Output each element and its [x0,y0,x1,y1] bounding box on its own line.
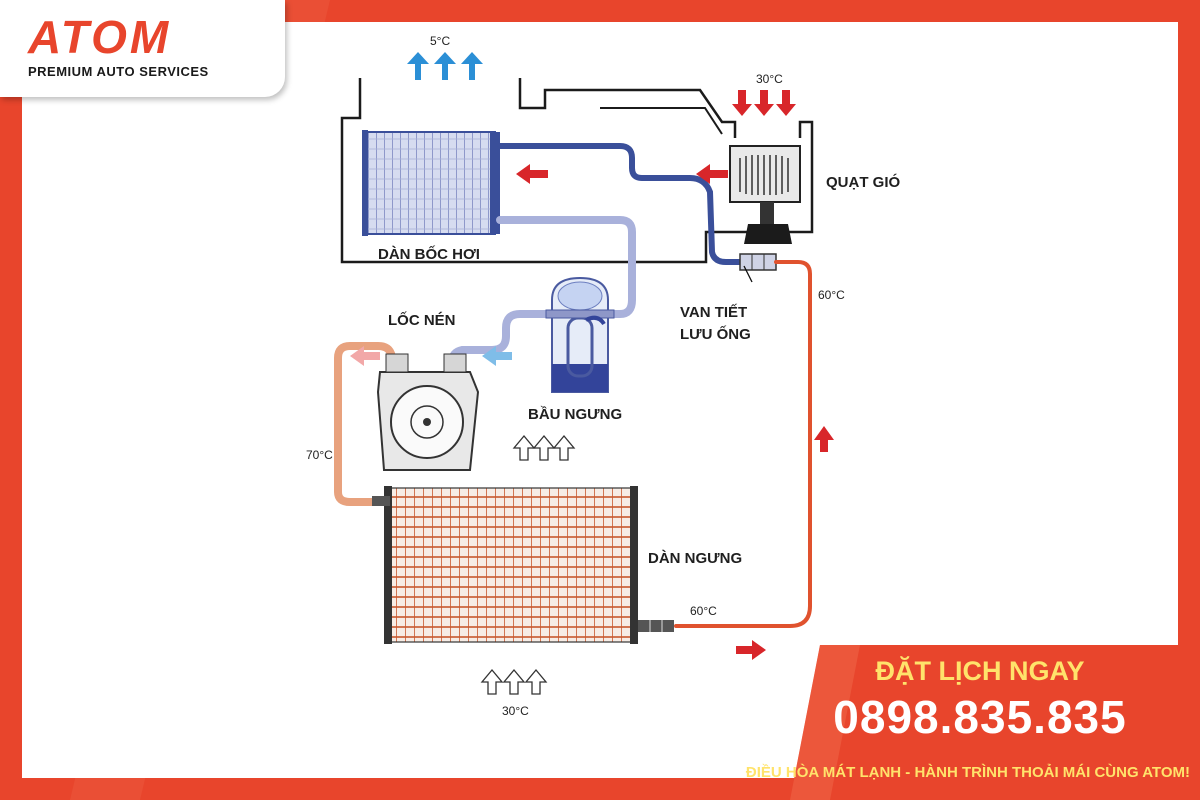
cta-background [790,645,1200,800]
blower-fan [729,145,801,244]
evaporator-label: DÀN BỐC HƠI [378,246,480,263]
hot-liquid-line [674,260,812,628]
valve-label-line1: VAN TIẾT [680,304,748,321]
receiver-drier [545,276,615,393]
blower-label: QUẠT GIÓ [826,174,901,191]
suction-arrow [482,346,512,366]
receiver-label: BẦU NGƯNG [528,406,623,423]
airflow-arrows-bottom [480,668,548,695]
cold-air-temp: 5°C [430,34,451,48]
condenser-out-temp: 60°C [690,604,717,618]
brand-name: ATOM [28,11,172,63]
evap-outlet-pipe [497,143,759,265]
cta-slogan: ĐIỀU HÒA MÁT LẠNH - HÀNH TRÌNH THOẢI MÁI… [745,764,1190,781]
ambient-air-temp: 30°C [502,704,529,718]
compressor-label: LỐC NÉN [388,312,456,329]
valve-line-temp: 60°C [818,288,845,302]
cta-phone-number[interactable]: 0898.835.835 [833,691,1127,743]
cta-title: ĐẶT LỊCH NGAY [875,656,1085,686]
discharge-arrow [350,346,380,366]
evap-to-receiver-pipe [496,216,636,318]
condenser-label: DÀN NGƯNG [648,550,743,567]
receiver-to-compressor-pipe [448,310,552,366]
blower-air-temp: 30°C [756,72,783,86]
compressor-discharge-pipe [334,342,396,506]
brand-logo: ATOM PREMIUM AUTO SERVICES [0,0,285,97]
flow-arrows [516,164,834,660]
condenser-core [372,486,674,644]
evaporator-core [362,130,500,236]
compressor [376,353,480,471]
compressor-out-temp: 70°C [306,448,333,462]
brand-tagline: PREMIUM AUTO SERVICES [28,64,209,79]
warm-air-arrows [732,90,796,116]
expansion-valve [739,253,777,283]
hvac-housing [340,78,814,264]
valve-label-line2: LƯU ỐNG [680,326,751,343]
cold-air-arrows [407,52,483,80]
airflow-arrows-mid [512,434,576,461]
